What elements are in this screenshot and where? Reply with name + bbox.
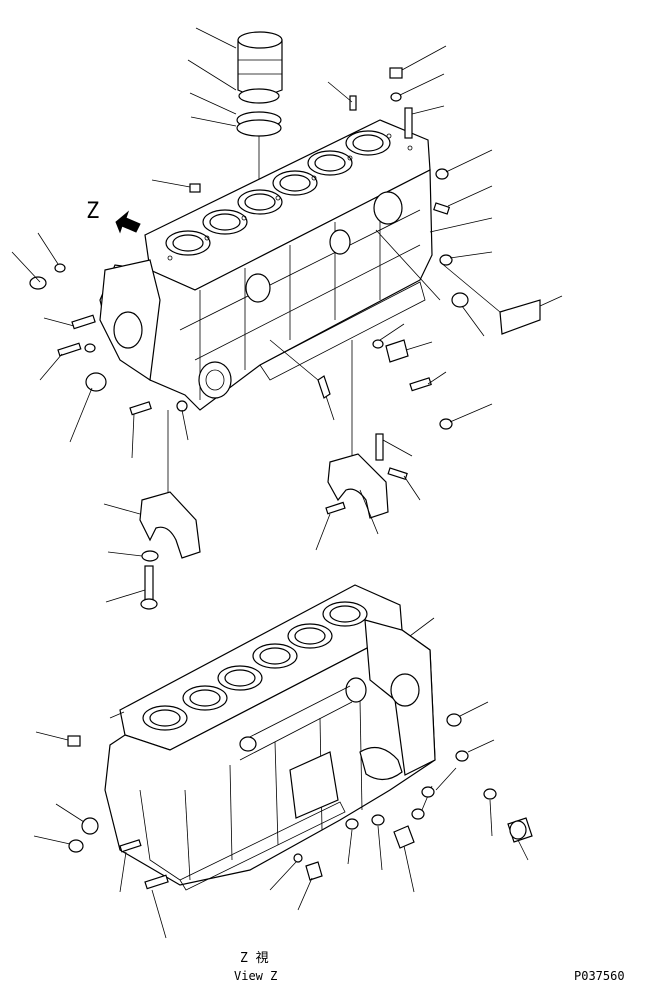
lower-fasteners xyxy=(33,617,533,939)
cylinder-liner xyxy=(236,31,283,137)
view-marker-label: Z xyxy=(86,199,99,224)
view-caption-en: View Z xyxy=(234,969,277,983)
right-bearing-cap xyxy=(315,340,421,551)
view-z-arrow xyxy=(115,210,141,234)
liner-leaders xyxy=(187,27,260,180)
view-caption-jp: Z 視 xyxy=(240,951,269,966)
lower-cylinder-block xyxy=(104,584,436,891)
left-bearing-cap xyxy=(103,410,201,610)
upper-left-fasteners xyxy=(11,232,189,459)
upper-cylinder-block xyxy=(99,119,433,411)
upper-right-fasteners xyxy=(151,45,563,430)
drawing-number: P037560 xyxy=(574,969,625,983)
